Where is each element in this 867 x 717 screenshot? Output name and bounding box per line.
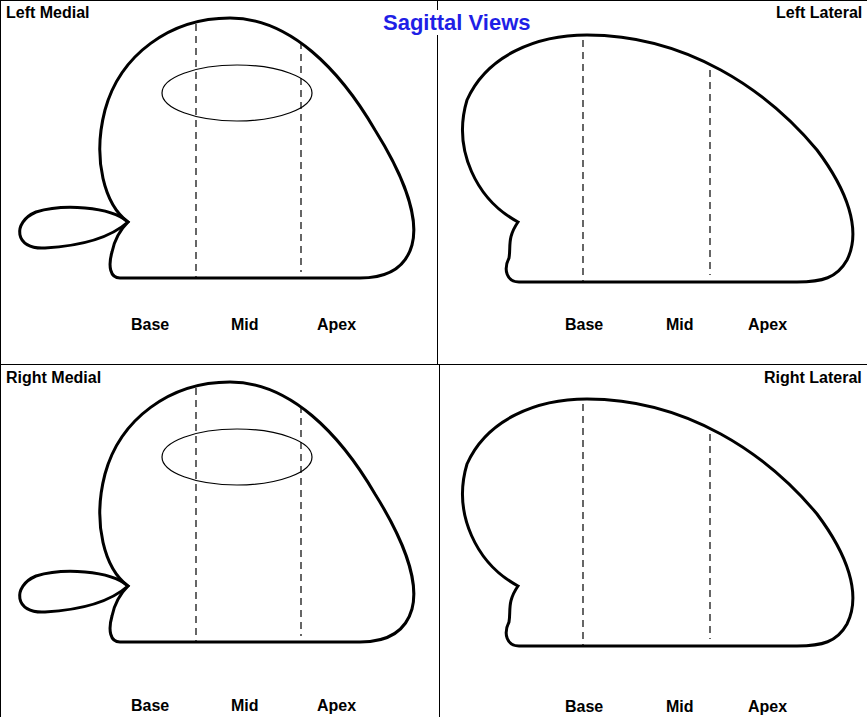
region-label: Apex [748, 316, 787, 334]
lateral-outline [463, 35, 853, 282]
region-label: Apex [748, 698, 787, 716]
region-label: Base [131, 697, 169, 715]
view-label: Left Lateral [776, 4, 862, 22]
region-label: Mid [666, 316, 694, 334]
frame-line [0, 0, 1, 717]
region-label: Base [565, 698, 603, 716]
lateral-outline [463, 399, 853, 646]
region-label: Base [131, 316, 169, 334]
frame-line [0, 0, 867, 1]
region-label: Mid [231, 697, 259, 715]
view-label: Right Lateral [764, 369, 862, 387]
medial-outline [20, 382, 414, 642]
region-label: Mid [666, 698, 694, 716]
panel-divider [437, 0, 438, 364]
region-label: Apex [317, 316, 356, 334]
region-label: Mid [231, 316, 259, 334]
view-label: Left Medial [6, 4, 90, 22]
panel-divider [0, 364, 867, 365]
medial-outline [20, 18, 414, 278]
region-label: Base [565, 316, 603, 334]
region-label: Apex [317, 697, 356, 715]
panel-divider [439, 364, 440, 717]
diagram-title: Sagittal Views [380, 10, 534, 35]
view-label: Right Medial [6, 369, 101, 387]
